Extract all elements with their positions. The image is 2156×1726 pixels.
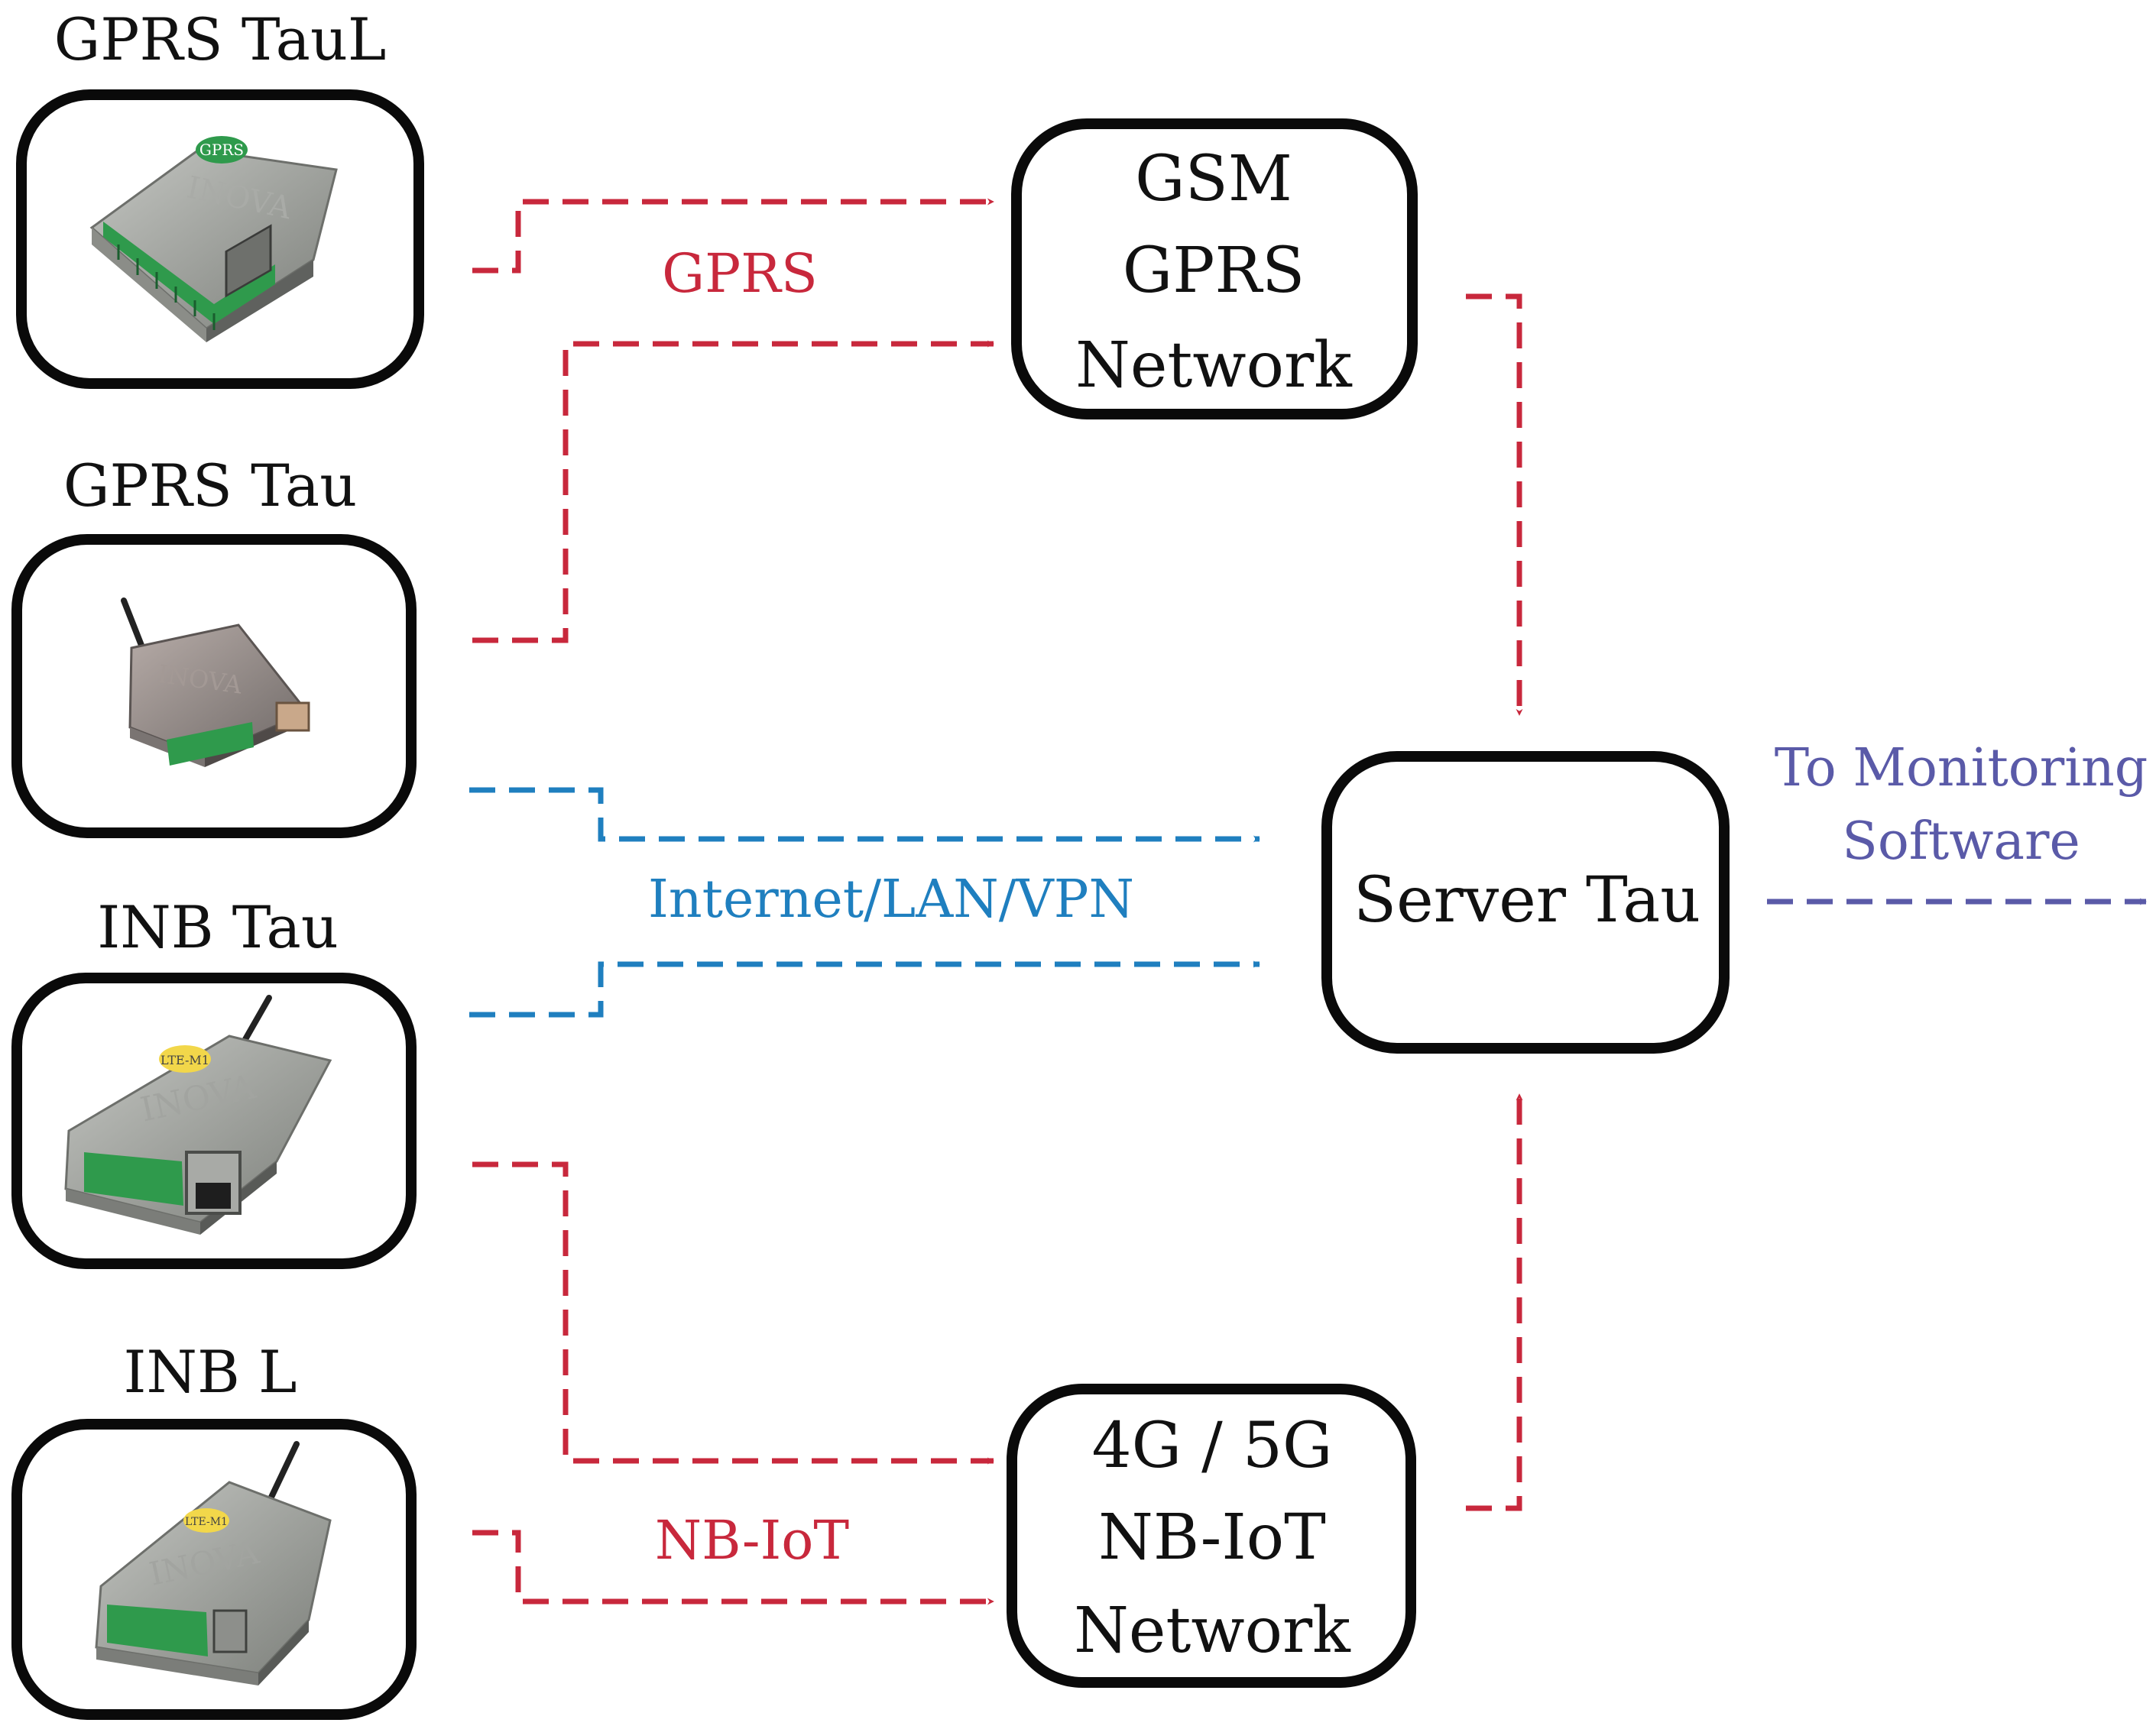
- link-inb-tau-to-server: [469, 960, 1260, 1018]
- device-image-inb-l: LTE-M1 INOVA: [95, 1441, 332, 1686]
- nbiot-link-label: NB-IoT: [655, 1509, 849, 1572]
- lte-badge: [159, 1045, 211, 1073]
- device-card-gprs-taul: GPRS INOVA: [16, 89, 424, 389]
- gsm-line1: GSM: [1135, 143, 1292, 215]
- link-nbiot-to-server: [1466, 1093, 1523, 1511]
- device-title-inb-tau: INB Tau: [97, 893, 339, 961]
- gsm-line3: Network: [1075, 329, 1353, 402]
- server-label: Server Tau: [1354, 864, 1700, 937]
- nbiot-links: [472, 1093, 1523, 1605]
- device-card-inb-l: LTE-M1 INOVA: [11, 1419, 417, 1720]
- nbiot-line1: 4G / 5G: [1091, 1410, 1332, 1482]
- lte-badge-text: LTE-M1: [160, 1053, 209, 1067]
- internet-links: [469, 787, 1260, 1018]
- internet-link-label: Internet/LAN/VPN: [648, 869, 1134, 930]
- link-gprs-tau-to-server: [469, 787, 1260, 843]
- device-card-gprs-tau: INOVA: [11, 534, 417, 838]
- link-gprs-tau-to-gsm: [472, 340, 994, 643]
- nbiot-line3: Network: [1074, 1595, 1351, 1667]
- link-inb-l-to-nbiot: [472, 1530, 994, 1605]
- device-image-gprs-taul: GPRS INOVA: [89, 136, 338, 342]
- device-card-inb-tau: LTE-M1 INOVA: [11, 973, 417, 1269]
- antenna-icon: [264, 1441, 300, 1508]
- monitoring-label-line2: Software: [1842, 811, 2080, 872]
- device-title-inb-l: INB L: [124, 1338, 297, 1406]
- link-gprs-taul-to-gsm: [472, 198, 994, 274]
- monitoring-label-line1: To Monitoring: [1775, 738, 2148, 798]
- server-tau-box: Server Tau: [1321, 751, 1730, 1054]
- lte-badge-text: LTE-M1: [185, 1516, 228, 1528]
- gprs-links: [472, 198, 1523, 716]
- lte-badge: [183, 1508, 229, 1533]
- gsm-network-box: GSM GPRS Network: [1011, 118, 1418, 419]
- device-image-inb-tau: LTE-M1 INOVA: [64, 995, 332, 1235]
- gprs-link-label: GPRS: [662, 242, 818, 305]
- nbiot-network-box: 4G / 5G NB-IoT Network: [1007, 1384, 1416, 1688]
- device-title-gprs-tau: GPRS Tau: [63, 452, 357, 520]
- nbiot-line2: NB-IoT: [1098, 1501, 1326, 1574]
- device-image-gprs-tau: INOVA: [121, 597, 310, 767]
- device-title-gprs-taul: GPRS TauL: [54, 5, 387, 73]
- link-inb-tau-to-nbiot: [472, 1161, 994, 1465]
- gsm-line2: GPRS: [1123, 235, 1305, 307]
- gprs-badge-text: GPRS: [199, 141, 244, 159]
- link-gsm-to-server: [1466, 293, 1523, 716]
- antenna-icon: [242, 995, 272, 1044]
- gprs-badge: [196, 136, 248, 164]
